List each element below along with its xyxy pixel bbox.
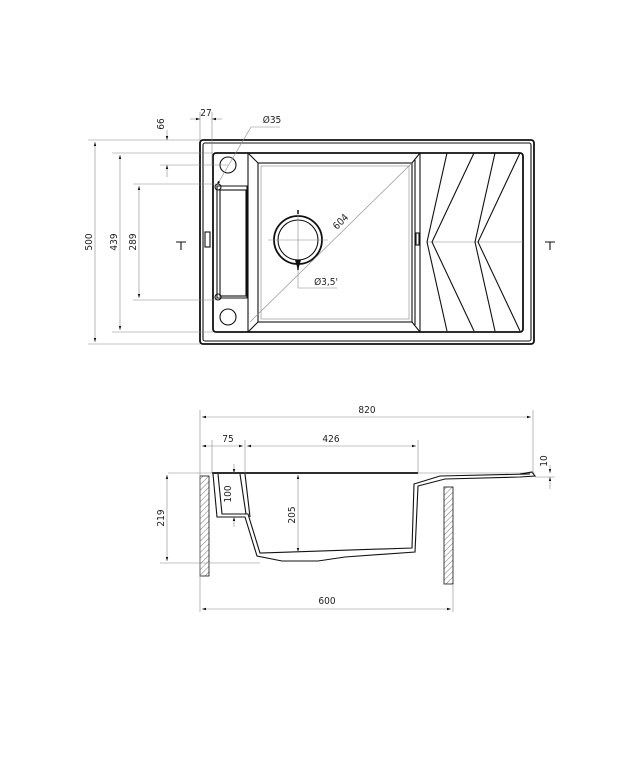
dim-total-height: 219 xyxy=(156,509,167,526)
dim-overall-depth: 500 xyxy=(84,233,95,250)
sink-profile xyxy=(212,471,537,562)
dim-bowl-diagonal: 604 xyxy=(331,212,351,232)
dim-tap-offset-x: 27 xyxy=(200,108,211,119)
dim-overall-width: 820 xyxy=(358,405,375,416)
dim-cabinet-width: 600 xyxy=(318,596,335,607)
cabinet-wall-left xyxy=(199,475,210,577)
drainboard xyxy=(415,152,523,332)
dim-bowl-depth: 205 xyxy=(287,506,298,523)
dim-tray-width: 75 xyxy=(222,434,233,445)
dim-tray-length: 289 xyxy=(128,233,139,250)
cabinet-wall-right xyxy=(443,486,454,585)
section-view: 820 75 426 10 219 100 205 600 xyxy=(156,405,555,612)
dim-tray-depth: 100 xyxy=(223,485,234,502)
dim-drain-diameter: Ø3,5' xyxy=(314,276,338,288)
accessory-tray xyxy=(204,183,248,301)
dim-tap-diameter: Ø35 xyxy=(263,114,282,126)
bowl xyxy=(247,152,421,333)
dim-rim-height: 10 xyxy=(539,455,550,467)
overflow-hole xyxy=(219,308,237,326)
top-view: 500 439 289 66 27 Ø35 604 Ø3,5' xyxy=(84,108,555,345)
dim-inner-depth: 439 xyxy=(109,233,120,250)
sink-outline xyxy=(199,139,535,345)
drain xyxy=(268,210,328,280)
dim-tap-offset-y: 66 xyxy=(156,118,167,130)
inner-frame xyxy=(212,152,524,333)
dim-bowl-width: 426 xyxy=(322,434,339,445)
